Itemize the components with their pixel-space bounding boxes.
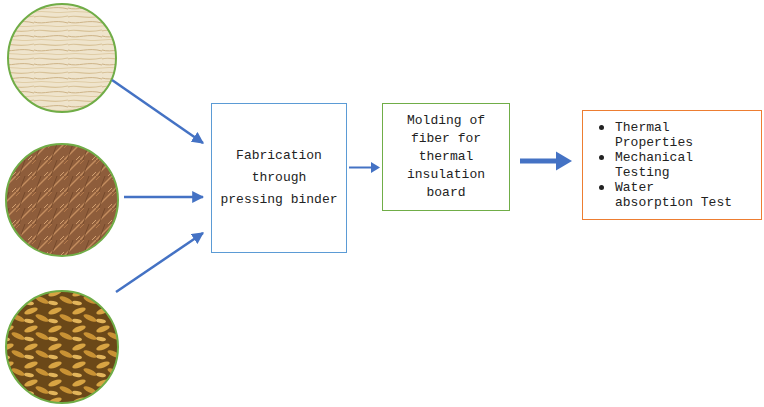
arrow-shaft xyxy=(349,167,372,169)
sisal-fiber-photo xyxy=(8,4,116,112)
input-arrow xyxy=(112,80,203,143)
step-label: Fabrication through pressing binder xyxy=(219,145,339,211)
arrow-head xyxy=(556,151,572,170)
bullet-item: Mechanical Testing xyxy=(599,150,751,180)
results-box: Thermal PropertiesMechanical TestingWate… xyxy=(582,110,762,220)
input-arrow xyxy=(124,196,203,199)
process-box: Fabrication through pressing binder xyxy=(211,103,347,253)
bullet-dot xyxy=(599,125,604,130)
bullet-dot xyxy=(599,185,604,190)
flow-arrow xyxy=(349,162,380,173)
result-item: Mechanical Testing xyxy=(615,150,737,180)
bullet-item: Water absorption Test xyxy=(599,180,751,210)
bullet-dot xyxy=(599,155,604,160)
input-arrow xyxy=(116,233,203,292)
arrow-shaft xyxy=(520,159,558,164)
step-label: Molding of fiber for thermal insulation … xyxy=(390,112,502,202)
arrow-head xyxy=(371,162,380,173)
coir-fiber-photo xyxy=(6,144,118,256)
result-item: Thermal Properties xyxy=(615,120,737,150)
bullet-item: Thermal Properties xyxy=(599,120,751,150)
flow-arrow xyxy=(520,151,572,170)
result-item: Water absorption Test xyxy=(615,180,737,210)
process-box: Molding of fiber for thermal insulation … xyxy=(382,103,510,211)
rice-husk-photo xyxy=(6,291,118,403)
